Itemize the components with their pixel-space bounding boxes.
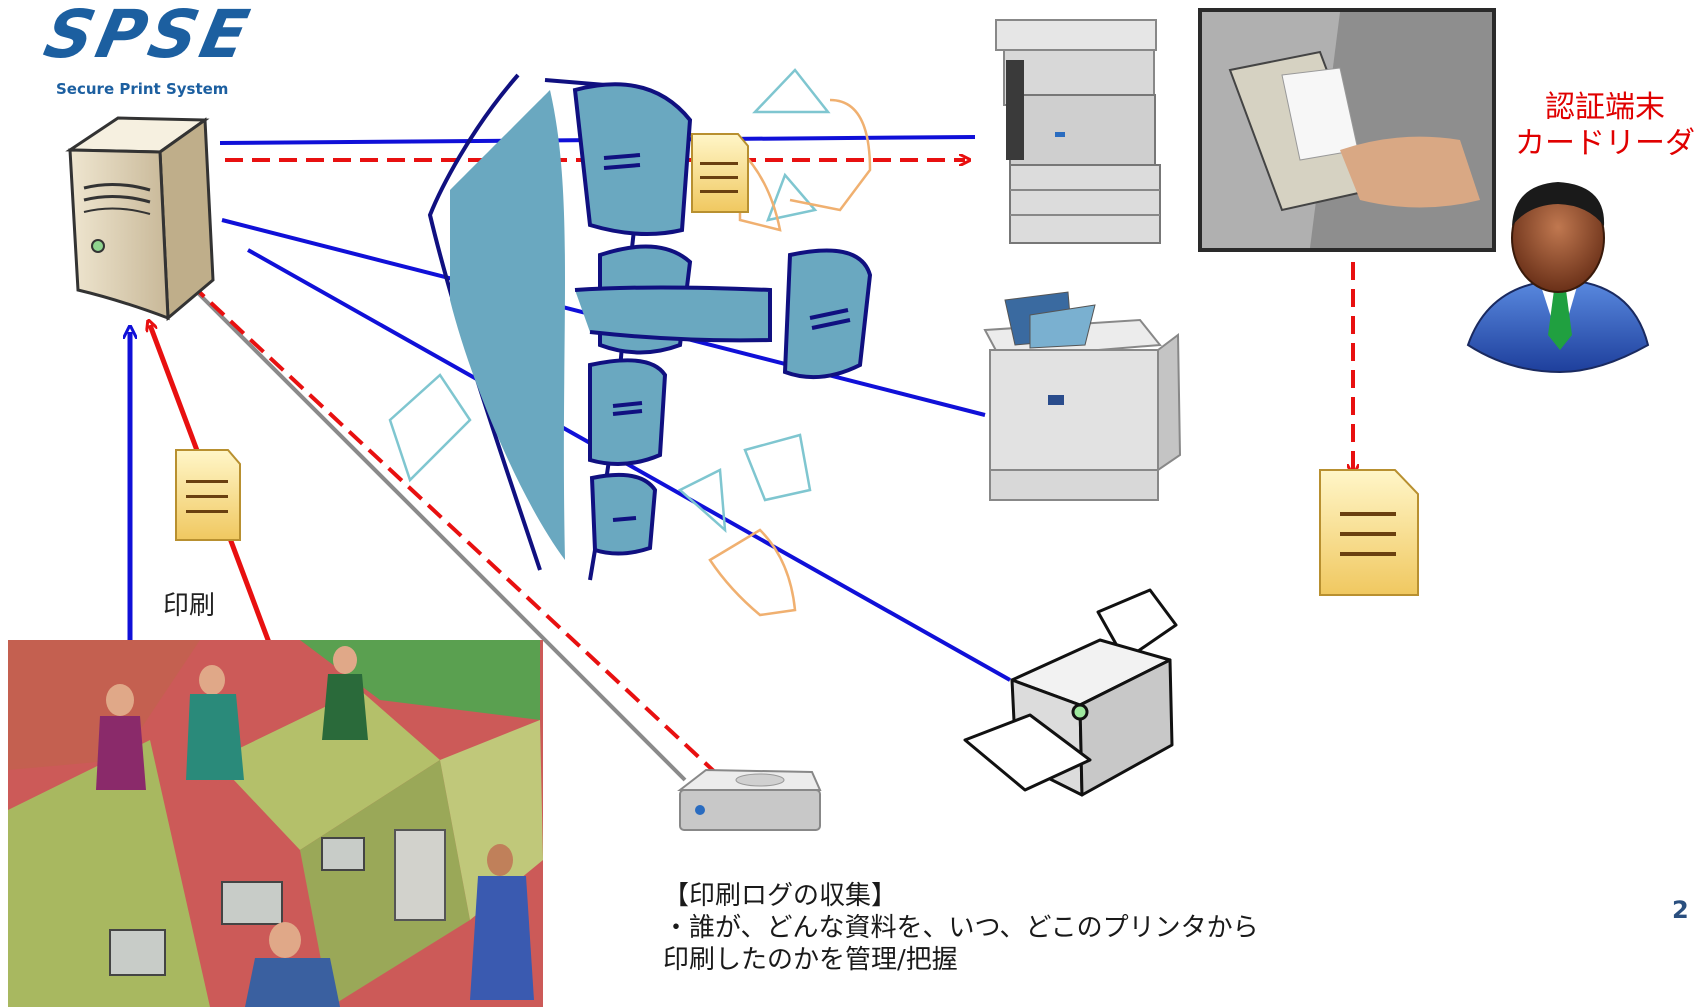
server-icon	[65, 116, 215, 322]
document-icon-print	[175, 449, 241, 541]
log-line-1: ・誰が、どんな資料を、いつ、どこのプリンタから	[663, 913, 1259, 943]
document-icon-output	[1319, 469, 1419, 596]
card-reader-label-line2: カードリーダ	[1515, 126, 1695, 161]
page-number: 2	[1672, 896, 1689, 924]
document-icon-firewall	[691, 133, 749, 213]
print-label: 印刷	[163, 591, 216, 621]
color-printer-icon	[983, 291, 1182, 501]
spse-logo: SPSE Secure Print System	[38, 0, 296, 98]
logo-subtitle: Secure Print System	[56, 80, 229, 98]
office-illustration	[8, 640, 543, 1007]
log-line-2: 印刷したのかを管理/把握	[663, 945, 958, 975]
card-reader-photo	[1198, 8, 1496, 252]
log-title: 【印刷ログの収集】	[663, 881, 898, 911]
scattered-papers	[388, 68, 872, 617]
card-reader-label: 認証端末 カードリーダ	[1515, 90, 1695, 162]
print-log-description: 【印刷ログの収集】 ・誰が、どんな資料を、いつ、どこのプリンタから 印刷したのか…	[663, 880, 1259, 976]
line-gray-log	[193, 288, 687, 782]
inkjet-printer-icon	[963, 588, 1178, 797]
firewall-icon	[427, 73, 873, 581]
copier-icon	[995, 19, 1161, 244]
storage-icon	[677, 768, 822, 831]
card-reader-label-line1: 認証端末	[1545, 90, 1665, 125]
red-dashed-from-storage	[195, 288, 720, 777]
user-icon	[1466, 182, 1650, 374]
